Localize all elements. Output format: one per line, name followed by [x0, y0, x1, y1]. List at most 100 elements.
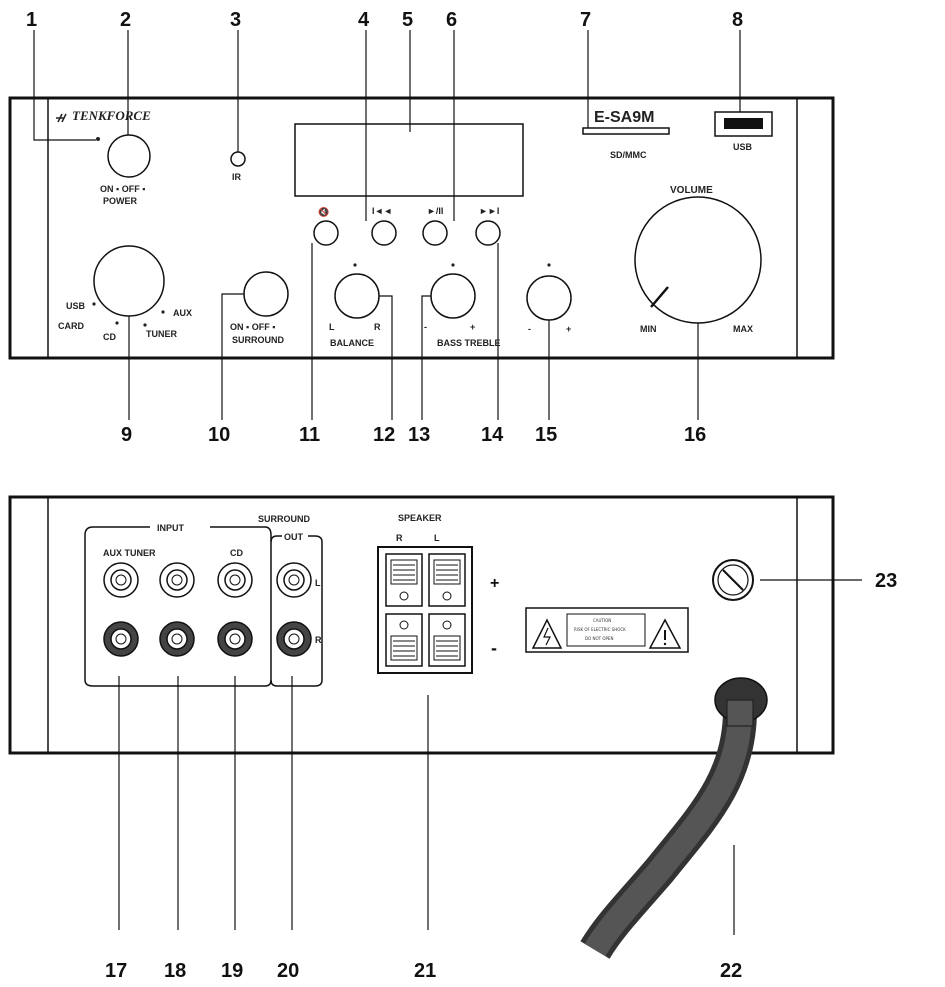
treble-center-dot	[547, 263, 551, 267]
source-tuner-dot	[143, 323, 147, 327]
warning-line3: DO NOT OPEN	[585, 636, 613, 641]
brand-logo: TENKFORCE	[56, 108, 151, 123]
callout-17: 17	[105, 960, 127, 982]
speaker-terminal-l-minus[interactable]	[428, 613, 466, 667]
source-usb-label: USB	[66, 301, 86, 311]
out-label: OUT	[284, 532, 304, 542]
sd-card-slot[interactable]	[582, 127, 670, 135]
warning-line2: RISK OF ELECTRIC SHOCK	[574, 627, 626, 632]
volume-max-label: MAX	[733, 324, 753, 334]
treble-knob[interactable]	[526, 275, 572, 321]
balance-label: BALANCE	[330, 338, 374, 348]
callout-14: 14	[481, 424, 504, 446]
power-indicator-led	[96, 137, 100, 141]
callout-16: 16	[684, 424, 706, 446]
rca-tuner-r[interactable]	[159, 621, 195, 657]
source-aux-label: AUX	[173, 308, 192, 318]
treble-plus-label: +	[566, 324, 571, 334]
speaker-terminal-r-minus[interactable]	[385, 613, 423, 667]
cd-input-label: CD	[230, 548, 243, 558]
next-track-icon: ►►I	[479, 206, 499, 216]
prev-track-button[interactable]	[371, 220, 397, 246]
callout-10: 10	[208, 424, 230, 446]
power-cord	[580, 677, 768, 959]
surround-button[interactable]	[243, 271, 289, 317]
callout-9: 9	[121, 424, 132, 446]
bass-knob[interactable]	[430, 273, 476, 319]
rca-cd-r[interactable]	[217, 621, 253, 657]
rca-aux-l[interactable]	[103, 562, 139, 598]
aux-tuner-label: AUX TUNER	[103, 548, 156, 558]
callout-11: 11	[299, 424, 320, 446]
play-pause-icon: ►/II	[427, 206, 443, 216]
callout-6: 6	[446, 9, 457, 31]
mute-button[interactable]	[313, 220, 339, 246]
surround-out-label: SURROUND	[258, 514, 311, 524]
treble-minus-label: -	[528, 324, 531, 334]
source-cd-label: CD	[103, 332, 116, 342]
source-usb-dot	[92, 302, 96, 306]
warning-label: CAUTION RISK OF ELECTRIC SHOCK DO NOT OP…	[525, 607, 689, 653]
callout-5: 5	[402, 9, 413, 31]
front-leader-lines	[33, 30, 741, 420]
bass-center-dot	[451, 263, 455, 267]
next-track-button[interactable]	[475, 220, 501, 246]
speaker-terminal-r-plus[interactable]	[385, 553, 423, 607]
callout-1: 1	[26, 9, 37, 31]
callout-15: 15	[535, 424, 557, 446]
fuse-holder[interactable]	[712, 559, 754, 601]
bass-treble-label: BASS TREBLE	[437, 338, 501, 348]
callout-numbers: 1 2 3 4 5 6 7 8 9 10 11 12 13 14 15 16 1…	[26, 9, 897, 982]
callout-4: 4	[358, 9, 370, 31]
play-pause-button[interactable]	[422, 220, 448, 246]
input-label: INPUT	[157, 523, 185, 533]
jack-r-label: R	[315, 635, 322, 645]
source-aux-dot	[161, 310, 165, 314]
callout-3: 3	[230, 9, 241, 31]
rear-leader-lines	[118, 579, 862, 935]
rca-surround-out-r[interactable]	[276, 621, 312, 657]
display-window	[294, 123, 524, 197]
rca-surround-out-l[interactable]	[276, 562, 312, 598]
surround-on-off-label: ON ▪ OFF ▪	[230, 322, 275, 332]
callout-2: 2	[120, 9, 131, 31]
input-bracket	[84, 526, 272, 687]
ir-sensor	[230, 151, 246, 167]
mute-icon: 🔇	[318, 206, 329, 217]
source-cd-dot	[115, 321, 119, 325]
source-selector-knob[interactable]	[93, 245, 165, 317]
ir-label: IR	[232, 172, 242, 182]
rca-cd-l[interactable]	[217, 562, 253, 598]
power-label: POWER	[103, 196, 138, 206]
balance-knob[interactable]	[334, 273, 380, 319]
balance-r-label: R	[374, 322, 381, 332]
surround-out-bracket	[270, 535, 323, 687]
volume-min-label: MIN	[640, 324, 657, 334]
callout-7: 7	[580, 9, 591, 31]
power-button[interactable]	[107, 134, 151, 178]
prev-track-icon: I◄◄	[372, 206, 392, 216]
speaker-r-label: R	[396, 533, 403, 543]
source-card-label: CARD	[58, 321, 84, 331]
speaker-label: SPEAKER	[398, 513, 442, 523]
speaker-minus-label: -	[491, 638, 497, 658]
speaker-terminal-l-plus[interactable]	[428, 553, 466, 607]
volume-knob-pointer	[650, 286, 669, 308]
volume-label: VOLUME	[670, 185, 713, 196]
shock-warning-icon	[531, 618, 563, 649]
balance-center-dot	[353, 263, 357, 267]
bass-minus-label: -	[424, 322, 427, 332]
usb-label: USB	[733, 142, 753, 152]
callout-20: 20	[277, 960, 299, 982]
rca-tuner-l[interactable]	[159, 562, 195, 598]
callout-12: 12	[373, 424, 395, 446]
bass-plus-label: +	[470, 322, 475, 332]
speaker-l-label: L	[434, 533, 440, 543]
callout-23: 23	[875, 570, 897, 592]
rca-aux-r[interactable]	[103, 621, 139, 657]
callout-21: 21	[414, 960, 436, 982]
rear-panel: INPUT AUX TUNER CD SURROUND OUT L R SPEA…	[8, 495, 835, 755]
usb-port[interactable]	[724, 118, 763, 129]
callout-13: 13	[408, 424, 430, 446]
